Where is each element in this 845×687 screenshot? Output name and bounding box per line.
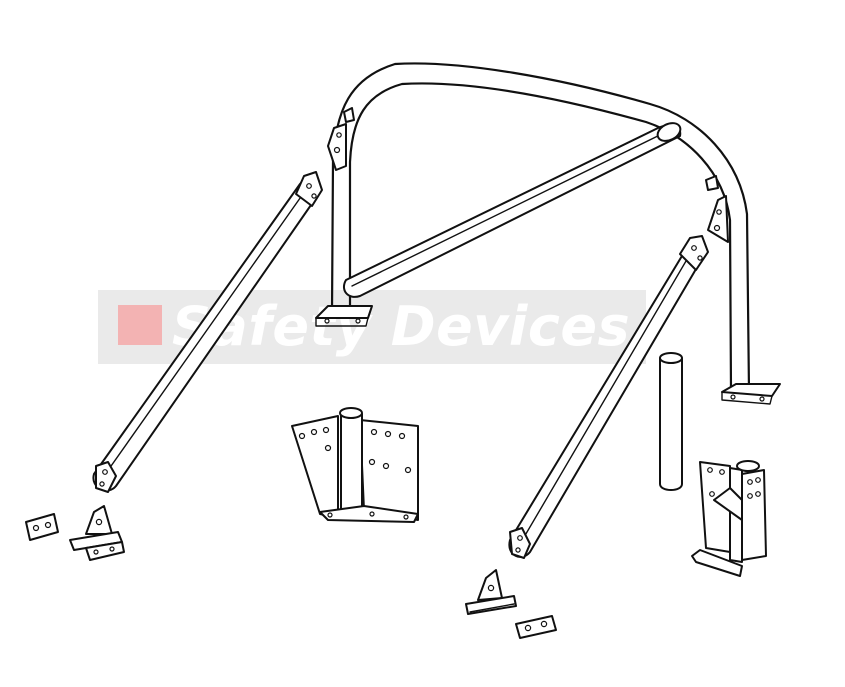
spare-tube [659,352,683,491]
left-backing-plate [25,513,59,541]
watermark-text: Safety Devices [172,295,631,358]
left-rear-stay [92,171,323,493]
right-rear-stay [508,235,709,559]
left-hoop-mount-plate [291,407,419,523]
diagonal-brace [342,122,682,298]
right-backing-plate [515,615,557,639]
watermark-logo-square [118,305,162,345]
main-hoop [315,62,781,405]
right-stay-bracket [465,569,517,615]
right-hoop-mount-plate [691,460,767,577]
left-stay-bracket [69,505,125,561]
